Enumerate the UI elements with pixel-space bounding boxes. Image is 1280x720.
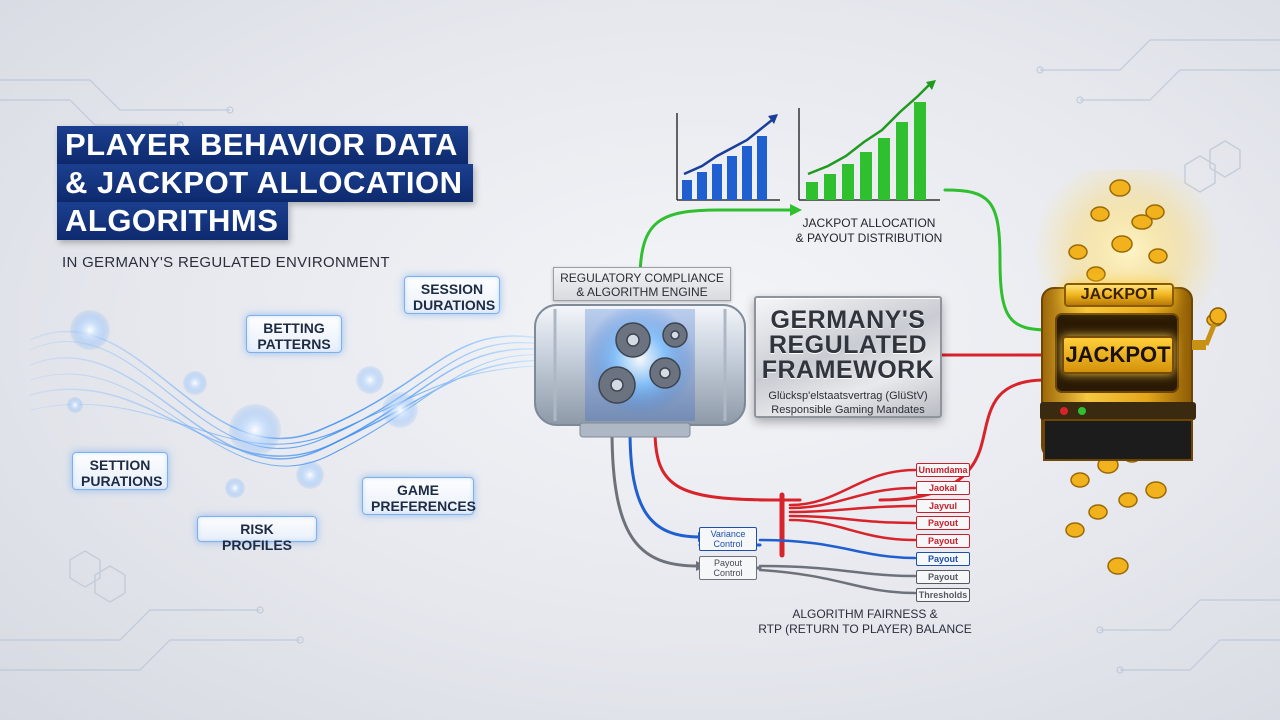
green-growth-chart <box>798 80 940 201</box>
engine-label: REGULATORY COMPLIANCE & ALGORITHM ENGINE <box>553 267 731 301</box>
chip-risk-profiles: RISK PROFILES <box>197 516 317 553</box>
chip-session-durations: SESSION DURATIONS <box>404 276 500 314</box>
variance-control-tag: Variance Control <box>699 527 757 551</box>
payout-control-tag: Payout Control <box>699 556 757 580</box>
output-tag: Payout <box>916 516 970 531</box>
jackpot-allocation-label: JACKPOT ALLOCATION & PAYOUT DISTRIBUTION <box>795 216 943 245</box>
green-flow-to-slot <box>943 188 1052 332</box>
framework-subtitle: Glücksp'elstaatsvertrag (GlüStV) Respons… <box>768 390 928 416</box>
slot-jackpot-screen: JACKPOT <box>1062 336 1174 374</box>
chip-session-durations-left: SETTION PURATIONS <box>72 452 168 490</box>
slot-jackpot-sign: JACKPOT <box>1064 283 1174 307</box>
blue-growth-chart <box>676 113 780 201</box>
title-block: PLAYER BEHAVIOR DATA & JACKPOT ALLOCATIO… <box>57 126 473 240</box>
engine-graphic <box>534 304 746 438</box>
chip-game-preferences: GAME PREFERENCES <box>362 477 476 515</box>
chip-betting-patterns: BETTING PATTERNS <box>246 315 342 353</box>
slot-machine-graphic <box>1033 170 1227 575</box>
output-tag: Jayvul <box>916 498 970 513</box>
title-line-3: ALGORITHMS <box>57 202 289 240</box>
output-tag: Unumdama <box>916 463 970 477</box>
gray-flow <box>610 428 700 568</box>
gear-icon <box>598 322 688 404</box>
output-tag: Thresholds <box>916 587 970 602</box>
output-tag: Jaokal <box>916 480 970 495</box>
output-tag: Payout <box>916 552 970 566</box>
subtitle: IN GERMANY'S REGULATED ENVIRONMENT <box>62 254 390 271</box>
title-line-2: & JACKPOT ALLOCATION <box>57 164 473 202</box>
fairness-rtp-label: ALGORITHM FAIRNESS & RTP (RETURN TO PLAY… <box>758 607 972 636</box>
output-tag: Payout <box>916 569 970 584</box>
circuit-lines <box>0 39 1280 674</box>
title-line-1: PLAYER BEHAVIOR DATA <box>57 126 468 164</box>
data-stream-wave <box>29 310 551 498</box>
regulated-framework-panel: GERMANY'S REGULATED FRAMEWORK Glücksp'el… <box>754 296 942 418</box>
green-flow-to-charts <box>638 208 792 282</box>
output-tag: Payout <box>916 534 970 549</box>
blue-flow <box>628 428 702 539</box>
data-orbs <box>67 310 418 498</box>
framework-title: GERMANY'S REGULATED FRAMEWORK <box>761 306 935 384</box>
